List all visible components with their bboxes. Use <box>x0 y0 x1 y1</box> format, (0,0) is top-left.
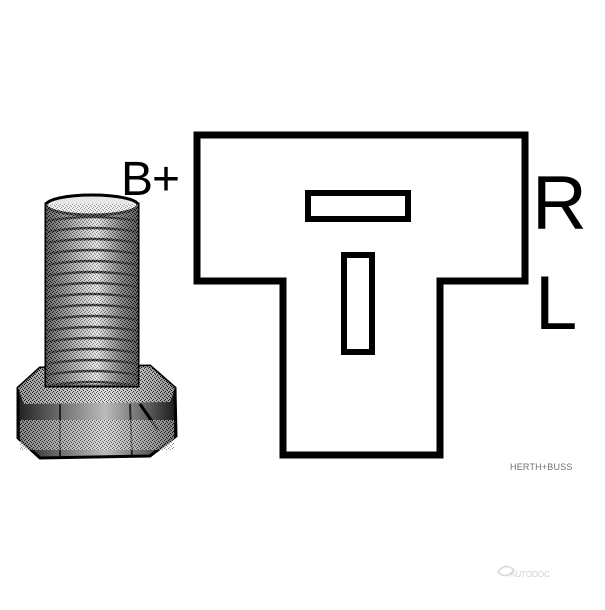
terminal-label-r: R <box>532 161 587 246</box>
vertical-pin-slot <box>341 252 375 355</box>
watermark-text: AUTODOC <box>510 570 550 579</box>
connector-housing <box>193 131 529 459</box>
terminal-label-l: L <box>535 261 578 346</box>
watermark-logo <box>497 565 516 577</box>
terminal-label-b-plus: B+ <box>121 153 180 206</box>
horizontal-pin-slot <box>305 190 411 222</box>
brand-mark: HERTH+BUSS <box>510 462 573 472</box>
bolt-icon <box>16 193 178 460</box>
